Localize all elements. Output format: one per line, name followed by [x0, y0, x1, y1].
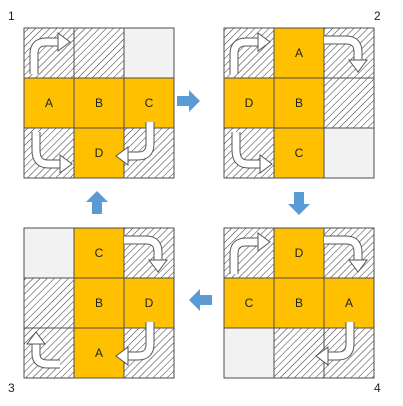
- block-label: B: [295, 296, 303, 310]
- rotation-arrow-icon: [115, 322, 155, 366]
- block-label: A: [95, 346, 103, 360]
- panel-border: [23, 27, 175, 179]
- block-label: B: [95, 296, 103, 310]
- panel-number: 4: [374, 381, 381, 395]
- rotation-arrow-icon: [324, 35, 368, 73]
- cell-empty: [223, 327, 275, 379]
- block-label: A: [45, 96, 53, 110]
- panel-4: D C B A 4: [223, 227, 381, 395]
- flow-arrow-up-icon: [86, 191, 108, 214]
- block-label: A: [295, 46, 303, 60]
- block-label: C: [95, 246, 104, 260]
- cell-hatch: [323, 77, 375, 129]
- panel-1: A B C D 1: [8, 9, 175, 179]
- block-label: C: [145, 96, 154, 110]
- cell-orange: [73, 227, 125, 279]
- cell-orange: [323, 277, 375, 329]
- panel-number: 1: [8, 9, 15, 23]
- rotation-arrow-icon: [229, 32, 271, 74]
- panel-number: 3: [8, 381, 15, 395]
- cell-empty: [123, 27, 175, 79]
- block-label: D: [145, 296, 154, 310]
- block-label: B: [295, 96, 303, 110]
- rotation-arrow-icon: [115, 122, 155, 166]
- cell-empty: [23, 227, 75, 279]
- cell-orange: [273, 227, 325, 279]
- block-label: C: [245, 296, 254, 310]
- flow-arrow-right-icon: [177, 90, 200, 112]
- panel-number: 2: [374, 9, 381, 23]
- rotation-arrow-icon: [31, 132, 73, 174]
- panel-border: [23, 227, 175, 379]
- cell-orange: [73, 277, 125, 329]
- cell-hatch: [23, 277, 75, 329]
- rotation-arrow-icon: [324, 235, 368, 273]
- cell-orange: [73, 327, 125, 379]
- rotation-arrow-icon: [229, 232, 271, 274]
- cell-empty: [323, 127, 375, 179]
- panel-3: C B D A 3: [8, 227, 175, 395]
- cell-orange: [23, 77, 75, 129]
- block-label: C: [295, 146, 304, 160]
- panel-border: [223, 227, 375, 379]
- cell-hatch: [73, 27, 125, 79]
- panel-2: A D B C 2: [223, 9, 381, 179]
- rotation-arrow-icon: [315, 322, 355, 366]
- block-label: D: [245, 96, 254, 110]
- cell-orange: [273, 127, 325, 179]
- rotation-arrow-icon: [29, 32, 71, 74]
- block-label: D: [295, 246, 304, 260]
- rotation-arrow-icon: [231, 132, 273, 174]
- block-label: A: [345, 296, 353, 310]
- panel-border: [223, 27, 375, 179]
- block-label: B: [95, 96, 103, 110]
- cell-hatch: [273, 327, 325, 379]
- flow-arrow-down-icon: [288, 192, 310, 215]
- cell-orange: [273, 77, 325, 129]
- cell-orange: [73, 77, 125, 129]
- flow-arrow-left-icon: [189, 289, 212, 311]
- rotation-arrow-icon: [124, 235, 168, 273]
- block-label: D: [95, 146, 104, 160]
- cell-orange: [73, 127, 125, 179]
- rotation-arrow-icon: [26, 331, 60, 369]
